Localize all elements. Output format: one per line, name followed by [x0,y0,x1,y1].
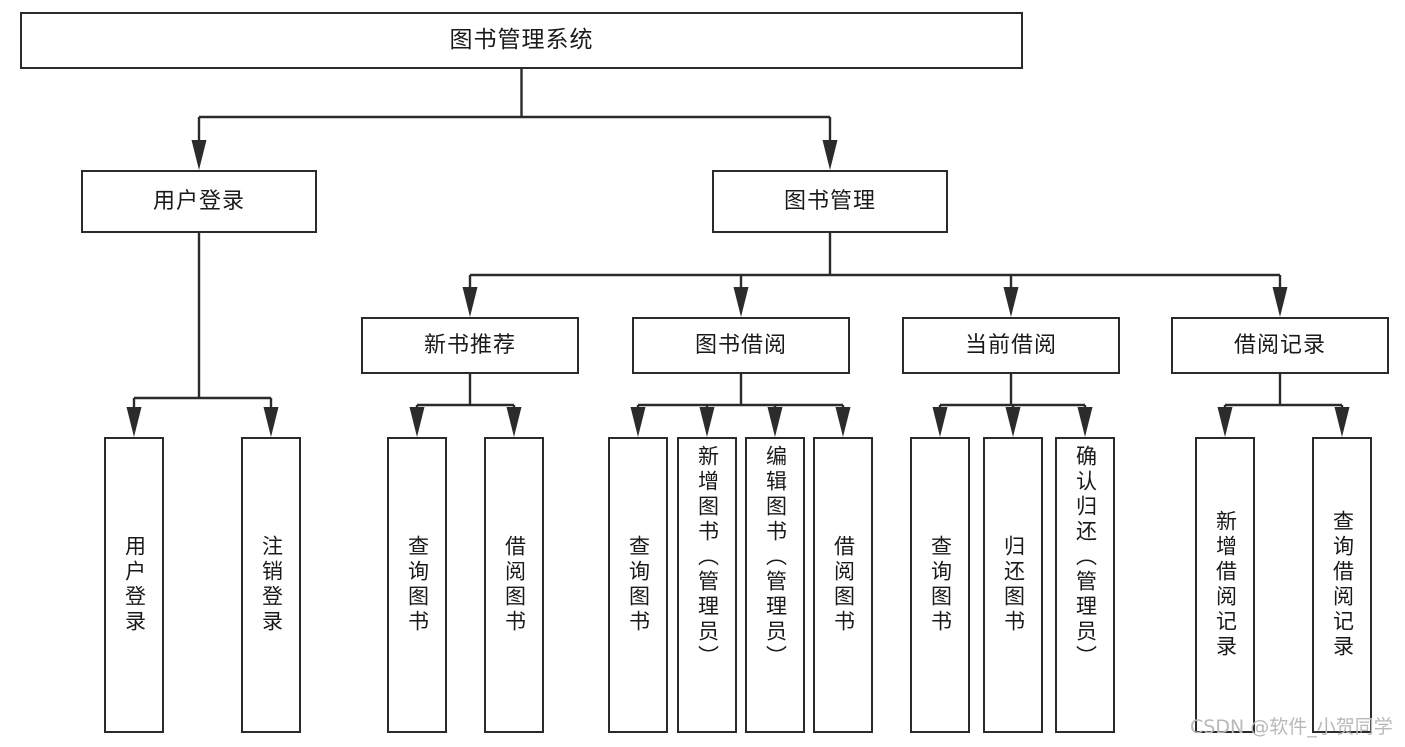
node-label: 借阅图书 [831,535,856,635]
node-leaf-bb-borrow-book[interactable]: 借阅图书 [813,437,873,733]
node-leaf-br-query-record[interactable]: 查询借阅记录 [1312,437,1372,733]
node-l2-book-borrow[interactable]: 图书借阅 [632,317,850,374]
edge-arrowhead [126,407,142,437]
edge-arrowhead [1003,287,1019,317]
node-label: 查询图书 [626,535,651,635]
node-l1-user-login[interactable]: 用户登录 [81,170,317,233]
node-label: 编辑图书（管理员） [763,445,788,670]
node-label: 查询图书 [405,535,430,635]
node-l1-book-manage[interactable]: 图书管理 [712,170,948,233]
edge-arrowhead [1334,407,1350,437]
node-label: 确认归还（管理员） [1073,445,1098,670]
node-l2-new-book-rec[interactable]: 新书推荐 [361,317,579,374]
node-label: 查询借阅记录 [1330,510,1355,660]
node-label: 图书管理系统 [449,26,594,53]
node-leaf-cb-query-book[interactable]: 查询图书 [910,437,970,733]
node-label: 新书推荐 [423,332,516,358]
node-leaf-cb-return-book[interactable]: 归还图书 [983,437,1043,733]
node-label: 图书管理 [783,188,876,214]
node-label: 用户登录 [152,188,245,214]
node-leaf-bb-edit-book[interactable]: 编辑图书（管理员） [745,437,805,733]
node-label: 当前借阅 [964,332,1057,358]
node-label: 借阅记录 [1233,332,1326,358]
edge-arrowhead [409,407,425,437]
edge-arrowhead [506,407,522,437]
node-label: 用户登录 [122,535,147,635]
node-label: 图书借阅 [694,332,787,358]
node-leaf-user-login[interactable]: 用户登录 [104,437,164,733]
node-leaf-logout[interactable]: 注销登录 [241,437,301,733]
node-leaf-br-add-record[interactable]: 新增借阅记录 [1195,437,1255,733]
node-leaf-rec-query-book[interactable]: 查询图书 [387,437,447,733]
edge-arrowhead [1217,407,1233,437]
node-leaf-bb-add-book[interactable]: 新增图书（管理员） [677,437,737,733]
node-l2-current-borrow[interactable]: 当前借阅 [902,317,1120,374]
edge-arrowhead [1077,407,1093,437]
node-leaf-cb-confirm-return[interactable]: 确认归还（管理员） [1055,437,1115,733]
node-label: 查询图书 [928,535,953,635]
edge-arrowhead [699,407,715,437]
edge-arrowhead [1005,407,1021,437]
edge-arrowhead [932,407,948,437]
edge-arrowhead [462,287,478,317]
node-label: 借阅图书 [502,535,527,635]
node-leaf-rec-borrow-book[interactable]: 借阅图书 [484,437,544,733]
edge-arrowhead [822,140,838,170]
edge-arrowhead [263,407,279,437]
node-label: 新增借阅记录 [1213,510,1238,660]
edge-arrowhead [1272,287,1288,317]
edge-arrowhead [733,287,749,317]
edge-arrowhead [191,140,207,170]
edge-arrowhead [767,407,783,437]
node-label: 注销登录 [259,535,284,635]
node-label: 归还图书 [1001,535,1026,635]
node-label: 新增图书（管理员） [695,445,720,670]
watermark-text: CSDN @软件_小贺同学 [1190,716,1393,738]
node-l2-borrow-record[interactable]: 借阅记录 [1171,317,1389,374]
node-leaf-bb-query-book[interactable]: 查询图书 [608,437,668,733]
node-root[interactable]: 图书管理系统 [20,12,1023,69]
edge-arrowhead [835,407,851,437]
edge-arrowhead [630,407,646,437]
